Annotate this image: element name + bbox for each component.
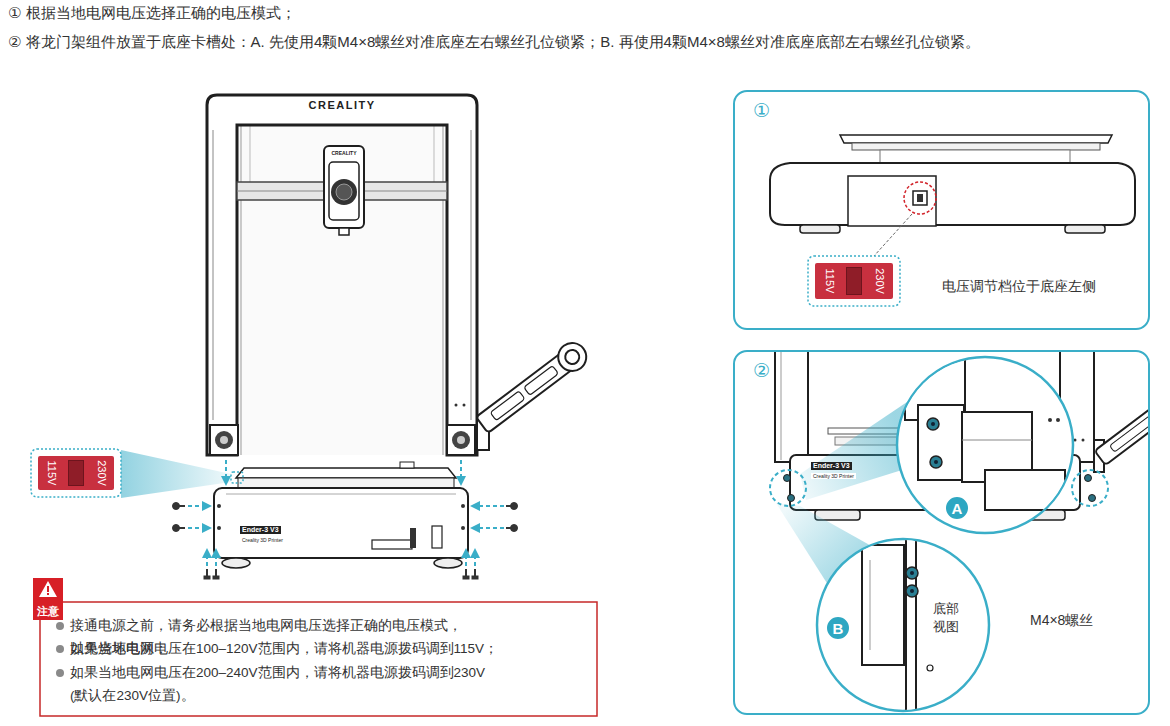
- voltage-option: 115V: [822, 269, 835, 294]
- instruction-text: ① 根据当地电网电压选择正确的电压模式；: [8, 4, 296, 22]
- note-heading: 注意: [37, 605, 59, 618]
- base-side-view: [770, 135, 1135, 306]
- bullet-dot: [56, 669, 64, 677]
- switch-callout: [31, 449, 231, 498]
- step-number: ②: [753, 360, 770, 383]
- bullet-dot: [56, 622, 64, 630]
- spool-arm: [474, 337, 592, 450]
- brand-logo: CREALITY: [332, 150, 357, 156]
- note-item: 如果当地电网电压在200–240V范围内，请将机器电源拨码调到230V (默认在…: [70, 661, 550, 707]
- panel-caption: 电压调节档位于底座左侧: [942, 278, 1096, 295]
- note-border: [40, 602, 597, 716]
- voltage-option: 115V: [44, 461, 57, 486]
- warning-tab: [33, 578, 63, 620]
- view-label: 底部 视图: [933, 600, 962, 635]
- voltage-option: 230V: [94, 460, 107, 486]
- toolhead: [324, 146, 364, 235]
- callout-badge: B: [825, 615, 851, 641]
- assembly-arrows: [188, 460, 504, 566]
- part-label: M4×8螺丝: [1030, 612, 1093, 629]
- voltage-switch: 115V 230V: [815, 263, 893, 299]
- brand-logo: CREALITY: [309, 99, 376, 112]
- model-label: Ender-3 V3: [240, 526, 281, 534]
- bullet-dot: [56, 645, 64, 653]
- callout-letter: A: [952, 501, 963, 516]
- callout-letter: B: [833, 621, 844, 636]
- step-panel: ② 底部 视图 M4×8螺丝 A B: [733, 350, 1150, 715]
- model-sublabel: Creality 3D Printer: [811, 473, 856, 479]
- step-panel: ① 电压调节档位于底座左侧 115V 230V: [733, 90, 1150, 330]
- voltage-switch: 115V 230V: [38, 456, 114, 490]
- frame-mount-view: [770, 352, 1148, 713]
- callout-badge: A: [944, 495, 970, 521]
- screws: [173, 503, 518, 580]
- step-number: ①: [753, 100, 770, 123]
- printer-base: [214, 462, 468, 568]
- model-label: Ender-3 V3: [811, 462, 852, 470]
- instruction-text: ② 将龙门架组件放置于底座卡槽处：A. 先使用4颗M4×8螺丝对准底座左右螺丝孔…: [8, 33, 980, 51]
- voltage-option: 230V: [872, 268, 885, 294]
- gantry-frame: [207, 95, 477, 455]
- warning-note: 注意接通电源之前，请务必根据当地电网电压选择正确的电压模式，以免烧坏电源；如果当…: [40, 602, 597, 716]
- note-item: 如果当地电网电压在100–120V范围内，请将机器电源拨码调到115V；: [70, 637, 550, 660]
- model-sublabel: Creality 3D Printer: [240, 537, 285, 543]
